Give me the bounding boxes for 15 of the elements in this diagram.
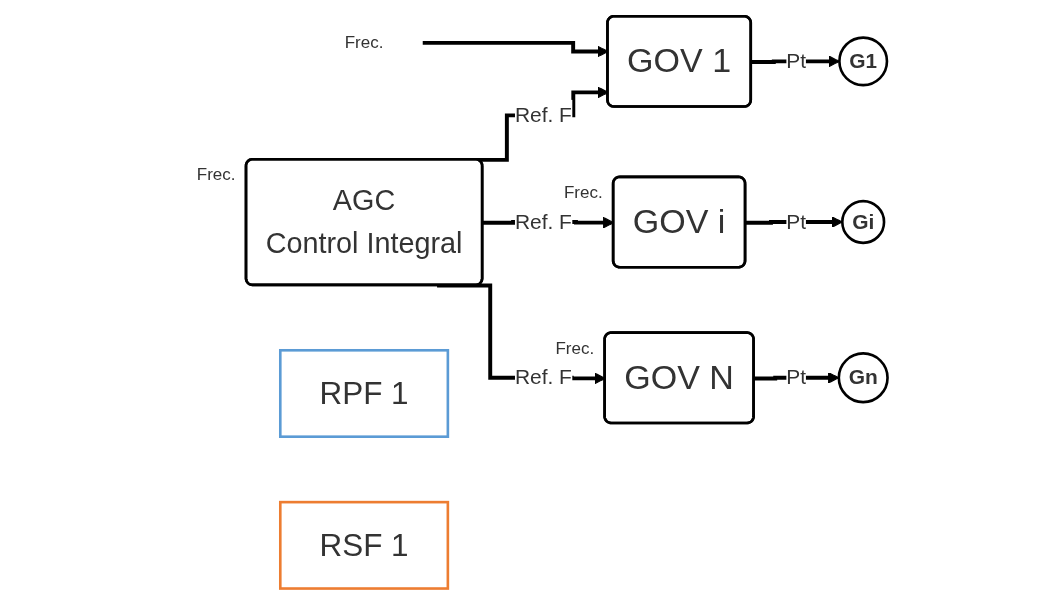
edge-label: Ref. F [514,366,572,389]
edge-label: Pt [786,49,807,72]
edge-label: Pt [786,210,807,233]
node-box: RPF 1 [279,349,450,438]
edge-label: Pt [786,366,807,389]
port-label: Frec. [555,338,595,358]
node-text: Frec. [344,32,384,53]
node-circle: Gn [837,352,889,404]
edge-label: Ref. F [514,103,572,126]
node-circle: G1 [838,36,889,87]
port-label: Frec. [563,182,603,202]
node-circle: Gi [841,199,886,245]
edge-label: Ref. F [514,210,572,233]
port-label: Frec. [196,165,236,185]
node-box: RSF 1 [279,500,450,590]
